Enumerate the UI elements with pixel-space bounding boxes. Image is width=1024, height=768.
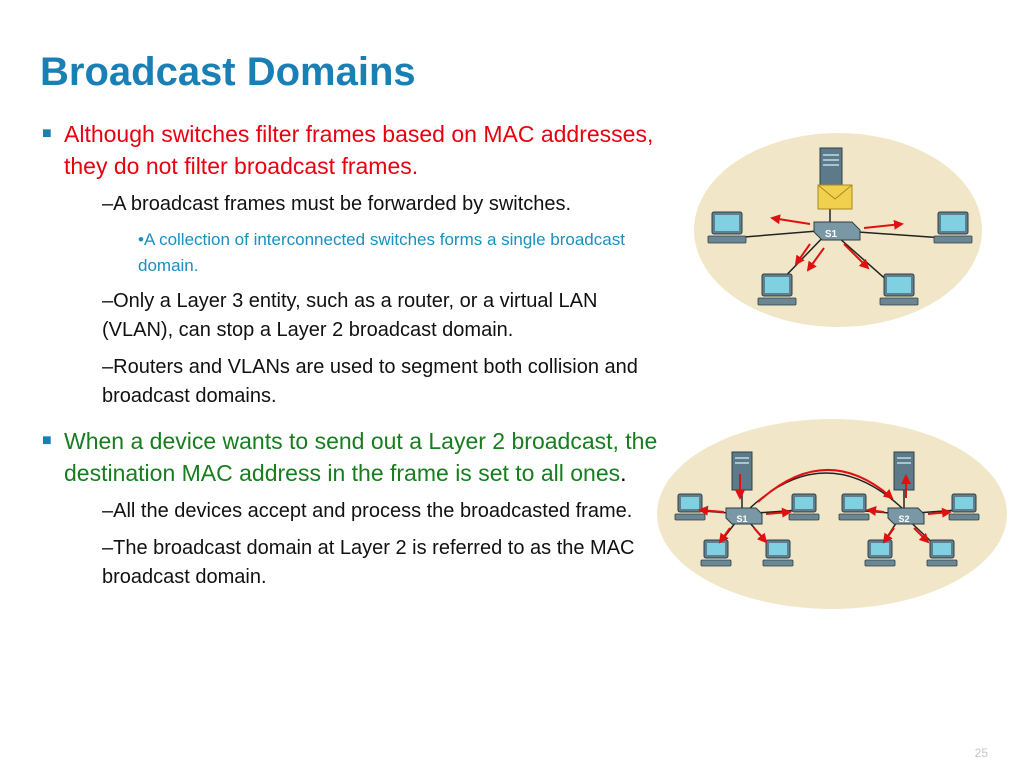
- sub-bullet-layer3: –Only a Layer 3 entity, such as a router…: [102, 290, 598, 341]
- server-right-icon: [893, 451, 915, 491]
- pc-right-icon: [933, 211, 973, 244]
- broadcast-arrows: [770, 214, 904, 272]
- slide-title: Broadcast Domains: [40, 50, 416, 94]
- bullet-layer2-broadcast: ■ When a device wants to send out a Laye…: [42, 425, 672, 489]
- envelope-icon: [817, 184, 853, 210]
- bullet-text: When a device wants to send out a Layer …: [64, 428, 658, 486]
- pc-icon: [700, 539, 732, 567]
- switch-s1-icon: S1: [725, 507, 763, 525]
- switch-s1-label: S1: [825, 229, 838, 240]
- pc-icon: [838, 493, 870, 521]
- square-bullet-icon: ■: [42, 125, 52, 142]
- pc-bottom-left-icon: [757, 273, 797, 306]
- sub-bullet-mac-domain: –The broadcast domain at Layer 2 is refe…: [102, 537, 635, 588]
- broadcast-arrows: [698, 469, 952, 544]
- bullet-end-period: .: [620, 460, 627, 486]
- pc-bottom-right-icon: [879, 273, 919, 306]
- pc-left-icon: [707, 211, 747, 244]
- switch-s2-icon: S2: [887, 507, 925, 525]
- pc-icon: [674, 493, 706, 521]
- page-number: 25: [974, 746, 988, 760]
- switch-s1-icon: S1: [813, 221, 861, 241]
- sub-bullet-routers-vlans: –Routers and VLANs are used to segment b…: [102, 356, 638, 407]
- two-switch-broadcast-diagram: S1 S2: [657, 419, 1007, 609]
- sub-bullet-accept: –All the devices accept and process the …: [102, 500, 633, 522]
- square-bullet-icon: ■: [42, 432, 52, 449]
- pc-icon: [864, 539, 896, 567]
- switch-s2-label: S2: [898, 514, 909, 524]
- bullet-text: Although switches filter frames based on…: [64, 121, 654, 179]
- pc-icon: [948, 493, 980, 521]
- pc-icon: [788, 493, 820, 521]
- sub-sub-bullet-collection: •A collection of interconnected switches…: [138, 230, 625, 275]
- single-switch-broadcast-diagram: S1: [694, 133, 982, 327]
- switch-s1-label: S1: [736, 514, 747, 524]
- pc-icon: [762, 539, 794, 567]
- server-icon: [819, 147, 843, 193]
- server-left-icon: [731, 451, 753, 491]
- slide-content: ■ Although switches filter frames based …: [42, 118, 672, 600]
- sub-bullet-forwarded: –A broadcast frames must be forwarded by…: [102, 193, 572, 215]
- pc-icon: [926, 539, 958, 567]
- bullet-switches-filter: ■ Although switches filter frames based …: [42, 118, 672, 182]
